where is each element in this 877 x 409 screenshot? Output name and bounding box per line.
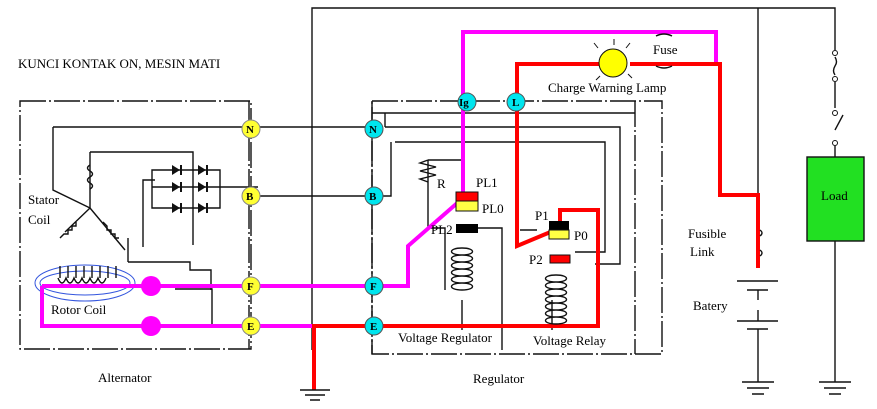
contact-pl0-label: PL0: [482, 201, 504, 216]
contact-pl1-label: PL1: [476, 175, 498, 190]
voltage-relay-label: Voltage Relay: [533, 333, 607, 348]
brush-e-icon: [141, 316, 161, 336]
ground-icon: [300, 381, 851, 401]
rectifier-diodes-icon: [172, 165, 208, 213]
contact-pl2: [456, 224, 478, 233]
battery-icon: [737, 280, 778, 382]
charge-warning-lamp-label: Charge Warning Lamp: [548, 80, 666, 95]
reg-terminal-n-label: N: [369, 124, 377, 136]
charge-warning-lamp-icon: [593, 39, 633, 81]
rotor-coil-icon: [34, 264, 136, 302]
contact-pl2-label: PL2: [431, 222, 453, 237]
reg-terminal-b: [364, 186, 384, 206]
reg-terminal-e-label: E: [370, 321, 377, 333]
alt-terminal-b: [241, 186, 261, 206]
alt-terminal-f-label: F: [247, 281, 254, 293]
alt-terminal-e: [241, 316, 261, 336]
reg-terminal-ig: [457, 92, 477, 112]
main-wires: [52, 7, 836, 354]
contact-pl1: [455, 191, 479, 202]
alt-terminal-n-label: N: [246, 124, 254, 136]
stator-coil-icon: [59, 164, 119, 239]
stator-label-2: Coil: [28, 212, 51, 227]
load-label: Load: [821, 188, 848, 203]
regulator-label: Regulator: [473, 371, 525, 386]
contact-p0-label: P0: [574, 228, 588, 243]
contact-p2-label: P2: [529, 252, 543, 267]
fusible-link-label-1: Fusible: [688, 226, 727, 241]
fusible-link-label-2: Link: [690, 244, 715, 259]
contact-p2: [549, 254, 571, 264]
ignition-switch-icon: [832, 40, 844, 157]
regulator-terminals: N B F E Ig L: [364, 92, 526, 336]
contact-pl0: [455, 200, 479, 212]
load-box: [806, 156, 865, 242]
resistor-icon: [417, 159, 437, 183]
reg-terminal-l: [506, 92, 526, 112]
alternator-label: Alternator: [98, 370, 152, 385]
alternator-terminals: N B F E: [241, 119, 261, 336]
fuse-icon: [655, 33, 673, 69]
reg-terminal-l-label: L: [512, 97, 519, 109]
alt-terminal-b-label: B: [246, 191, 254, 203]
reg-terminal-b-label: B: [369, 191, 377, 203]
alternator-housing: [19, 100, 252, 350]
rotor-coil-label: Rotor Coil: [51, 302, 107, 317]
contact-p1-label: P1: [535, 208, 549, 223]
alt-terminal-n: [241, 119, 261, 139]
contact-p0: [548, 229, 570, 240]
reg-terminal-f-label: F: [370, 281, 377, 293]
reg-terminal-f: [364, 276, 384, 296]
fusible-link-icon: [759, 229, 763, 257]
voltage-regulator-label: Voltage Regulator: [398, 330, 493, 345]
reg-terminal-e: [364, 316, 384, 336]
brush-f-icon: [141, 276, 161, 296]
reg-terminal-ig-label: Ig: [459, 97, 469, 109]
alt-terminal-e-label: E: [247, 321, 254, 333]
voltage-relay-coil-icon: [544, 274, 568, 325]
battery-label: Batery: [693, 298, 728, 313]
alt-terminal-f: [241, 276, 261, 296]
voltage-regulator-coil-icon: [450, 247, 474, 291]
fuse-label: Fuse: [653, 42, 678, 57]
contact-p1: [549, 221, 569, 230]
lamp-circuit-wire: [312, 62, 760, 390]
reg-terminal-n: [364, 119, 384, 139]
resistor-label: R: [437, 176, 446, 191]
stator-label-1: Stator: [28, 192, 60, 207]
diagram-title: KUNCI KONTAK ON, MESIN MATI: [18, 56, 220, 71]
